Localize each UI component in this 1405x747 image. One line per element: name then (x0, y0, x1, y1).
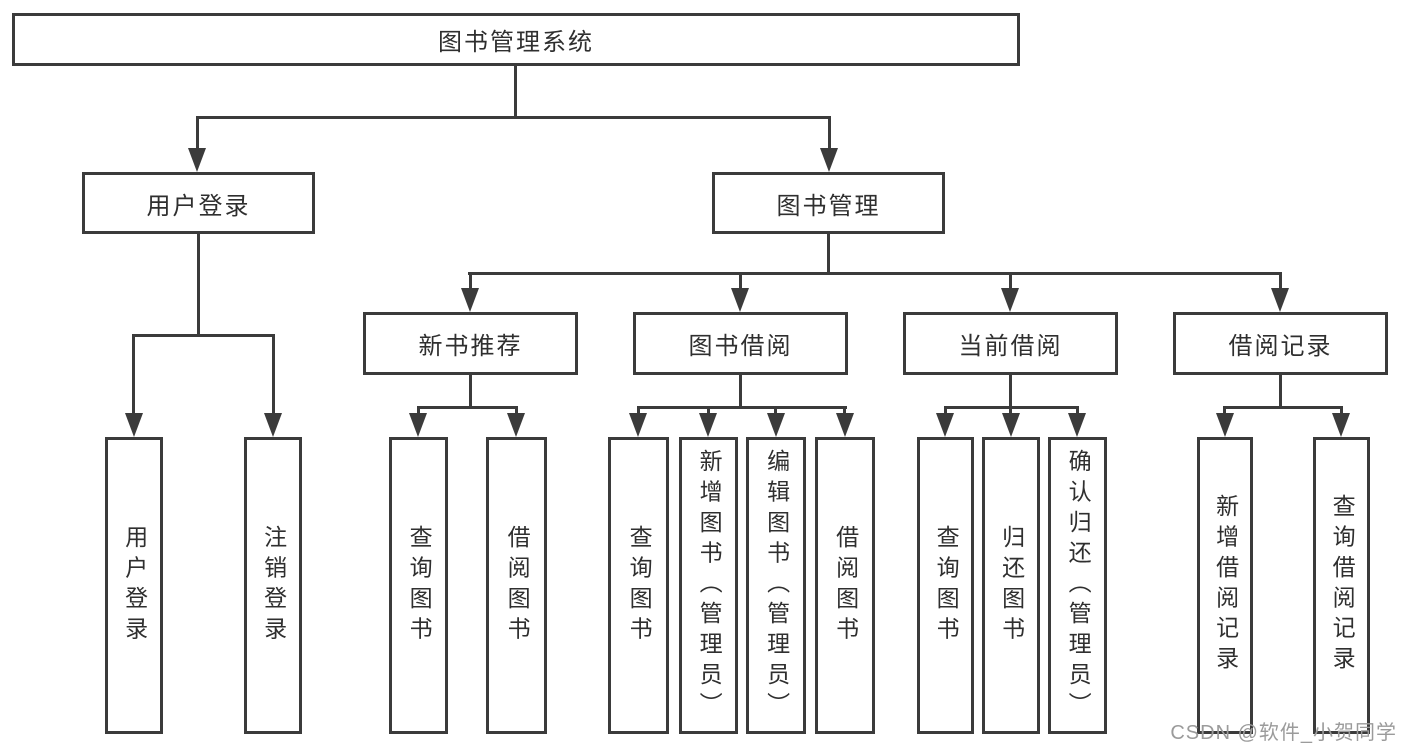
connector-line (515, 406, 518, 419)
leaf-label: 用户登录 (121, 524, 148, 647)
arrow-down-icon (461, 288, 479, 312)
connector-line (1340, 406, 1343, 419)
node-borrowing-records: 借阅记录 (1173, 312, 1388, 375)
arrow-down-icon (1216, 413, 1234, 437)
connector-line (739, 272, 742, 294)
connector-line (1223, 406, 1343, 409)
leaf-label: 新增图书（管理员） (696, 448, 723, 723)
connector-line (637, 406, 847, 409)
leaf-label: 查询图书 (626, 524, 653, 647)
connector-line (774, 406, 777, 419)
leaf-borrowing-borrow-books: 借阅图书 (815, 437, 875, 734)
leaf-label: 查询图书 (933, 524, 960, 647)
arrow-down-icon (1271, 288, 1289, 312)
connector-line (197, 232, 200, 337)
leaf-label: 查询借阅记录 (1329, 494, 1356, 677)
node-label: 用户登录 (146, 192, 251, 220)
connector-line (417, 406, 518, 409)
connector-line (468, 272, 1282, 275)
node-current-borrowing: 当前借阅 (903, 312, 1118, 375)
leaf-recommend-query-books: 查询图书 (389, 437, 448, 734)
arrow-down-icon (1068, 413, 1086, 437)
connector-line (637, 406, 640, 419)
connector-line (272, 334, 275, 419)
arrow-down-icon (125, 413, 143, 437)
node-label: 新书推荐 (418, 333, 523, 360)
arrow-down-icon (1332, 413, 1350, 437)
arrow-down-icon (507, 413, 525, 437)
node-label: 借阅记录 (1228, 333, 1333, 360)
connector-line (196, 116, 199, 154)
leaf-label: 新增借阅记录 (1212, 494, 1239, 677)
connector-line (827, 232, 830, 275)
node-new-book-recommendation: 新书推荐 (363, 312, 578, 375)
connector-line (1223, 406, 1226, 419)
leaf-label: 编辑图书（管理员） (763, 448, 790, 723)
connector-line (469, 272, 472, 294)
connector-line (739, 373, 742, 409)
node-book-management: 图书管理 (712, 172, 945, 234)
leaf-logout: 注销登录 (244, 437, 302, 734)
arrow-down-icon (820, 148, 838, 172)
arrow-down-icon (409, 413, 427, 437)
connector-line (514, 64, 517, 119)
node-label: 当前借阅 (958, 333, 1063, 360)
leaf-current-return-books: 归还图书 (982, 437, 1040, 734)
arrow-down-icon (629, 413, 647, 437)
connector-line (1009, 406, 1012, 419)
arrow-down-icon (188, 148, 206, 172)
leaf-label: 借阅图书 (504, 524, 531, 647)
connector-line (1076, 406, 1079, 419)
arrow-down-icon (767, 413, 785, 437)
connector-line (132, 334, 135, 419)
connector-line (944, 406, 947, 419)
leaf-borrowing-edit-books-admin: 编辑图书（管理员） (746, 437, 806, 734)
connector-line (1279, 373, 1282, 409)
leaf-label: 查询图书 (406, 524, 433, 647)
leaf-current-query-books: 查询图书 (917, 437, 974, 734)
node-label: 图书管理系统 (438, 29, 594, 56)
leaf-label: 归还图书 (998, 524, 1025, 647)
node-root: 图书管理系统 (12, 13, 1020, 66)
arrow-down-icon (936, 413, 954, 437)
connector-line (132, 334, 275, 337)
watermark: CSDN @软件_小贺同学 (1170, 722, 1397, 744)
arrow-down-icon (1002, 413, 1020, 437)
leaf-borrowing-query-books: 查询图书 (608, 437, 669, 734)
arrow-down-icon (699, 413, 717, 437)
node-user-login: 用户登录 (82, 172, 315, 234)
connector-line (1009, 272, 1012, 294)
connector-line (1279, 272, 1282, 294)
connector-line (469, 373, 472, 409)
leaf-label: 确认归还（管理员） (1065, 448, 1092, 723)
leaf-borrowing-add-books-admin: 新增图书（管理员） (679, 437, 738, 734)
connector-line (843, 406, 846, 419)
leaf-records-add-borrow-record: 新增借阅记录 (1197, 437, 1253, 734)
leaf-current-confirm-return-admin: 确认归还（管理员） (1048, 437, 1107, 734)
arrow-down-icon (1001, 288, 1019, 312)
arrow-down-icon (264, 413, 282, 437)
leaf-label: 注销登录 (260, 524, 287, 647)
connector-line (828, 116, 831, 154)
leaf-records-query-borrow-record: 查询借阅记录 (1313, 437, 1370, 734)
node-label: 图书管理 (776, 192, 881, 220)
leaf-user-login: 用户登录 (105, 437, 163, 734)
connector-line (196, 116, 830, 119)
node-book-borrowing: 图书借阅 (633, 312, 848, 375)
arrow-down-icon (731, 288, 749, 312)
leaf-label: 借阅图书 (832, 524, 859, 647)
leaf-recommend-borrow-books: 借阅图书 (486, 437, 547, 734)
arrow-down-icon (836, 413, 854, 437)
connector-line (707, 406, 710, 419)
connector-line (1009, 373, 1012, 409)
node-label: 图书借阅 (688, 333, 793, 360)
connector-line (417, 406, 420, 419)
